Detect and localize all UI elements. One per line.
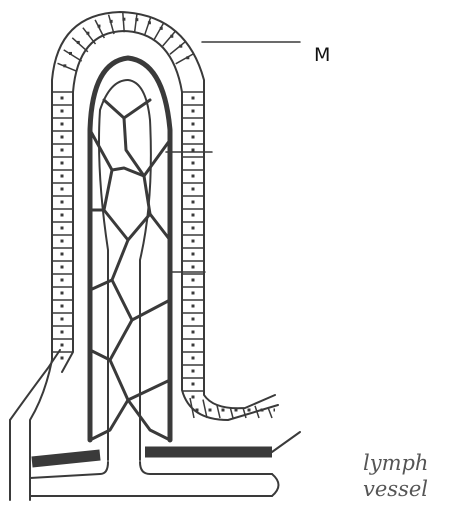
- artery-base: [32, 455, 100, 462]
- label-vessel: vessel: [363, 477, 428, 501]
- label-m: M: [314, 44, 330, 66]
- label-lymph: lymph: [363, 451, 428, 475]
- epithelium-layer: [10, 12, 278, 500]
